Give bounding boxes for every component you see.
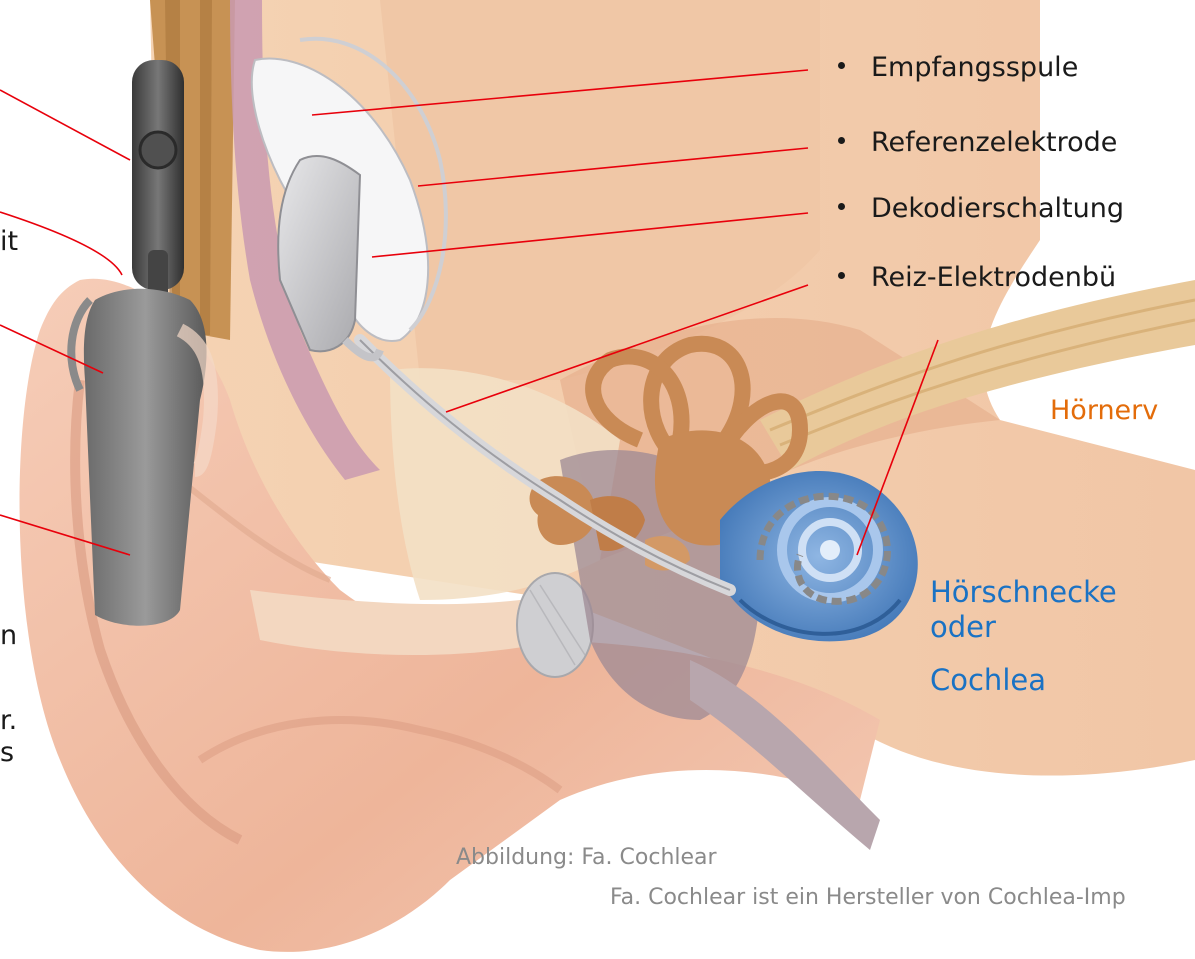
label-hoernerv: Hörnerv <box>1050 395 1158 426</box>
label-oder: oder <box>930 610 996 644</box>
ear-canal <box>250 590 560 655</box>
left-fragment-4: s <box>0 737 14 768</box>
bullet-dekodierschaltung: Dekodierschaltung <box>838 193 1124 224</box>
label-dekodierschaltung: Dekodierschaltung <box>871 193 1124 224</box>
bullet-dot <box>838 137 845 144</box>
pointer-left-2 <box>0 212 122 275</box>
label-referenzelektrode: Referenzelektrode <box>871 127 1117 158</box>
bullet-dot <box>838 272 845 279</box>
label-empfangsspule: Empfangsspule <box>871 52 1078 83</box>
left-fragment-2: n <box>0 620 17 651</box>
label-cochlea: Cochlea <box>930 663 1046 697</box>
left-fragment-1: it <box>0 226 18 257</box>
bullet-dot <box>838 62 845 69</box>
caption-source: Abbildung: Fa. Cochlear <box>456 845 717 870</box>
label-hoerschnecke: Hörschnecke <box>930 575 1117 609</box>
pointer-left-1 <box>0 90 130 160</box>
caption-note: Fa. Cochlear ist ein Hersteller von Coch… <box>610 885 1126 910</box>
transmitter-coil <box>132 60 184 310</box>
label-reiz-elektrodenbuendel: Reiz-Elektrodenbü <box>871 262 1116 293</box>
bullet-reiz-elektrodenbuendel: Reiz-Elektrodenbü <box>838 262 1116 293</box>
bullet-dot <box>838 203 845 210</box>
bullet-referenzelektrode: Referenzelektrode <box>838 127 1117 158</box>
bullet-empfangsspule: Empfangsspule <box>838 52 1078 83</box>
left-fragment-3: r. <box>0 705 17 736</box>
